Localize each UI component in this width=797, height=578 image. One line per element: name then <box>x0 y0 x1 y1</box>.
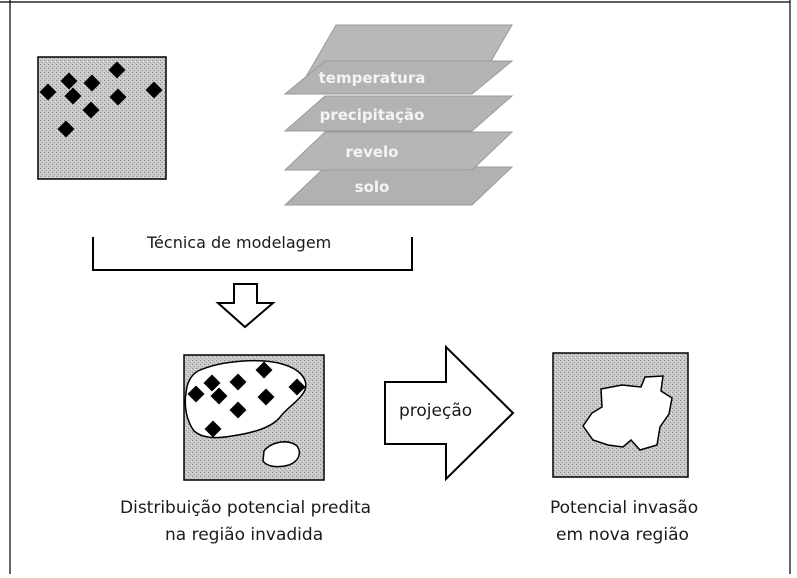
occurrence-map <box>37 56 167 180</box>
suitable-area-small <box>262 441 301 468</box>
layer-label-revelo: revelo <box>346 143 399 161</box>
occurrence-point <box>108 61 126 79</box>
occurrence-point <box>109 88 127 106</box>
environmental-layers-stack: solo revelo precipitação temperatura <box>283 24 514 206</box>
occurrence-point <box>60 72 78 90</box>
occurrence-point <box>64 87 82 105</box>
predicted-distribution-label-line1: Distribuição potencial predita <box>120 498 372 518</box>
layer-solo <box>283 166 514 206</box>
layer-revelo <box>283 131 514 171</box>
potential-invasion-area <box>582 375 673 451</box>
new-region-label-line1: Potencial invasão <box>550 498 699 518</box>
layer-label-temperatura: temperatura <box>319 69 426 87</box>
new-region-label-line2: em nova região <box>556 525 689 545</box>
layer-precipitacao <box>283 95 514 132</box>
new-region-map <box>552 352 689 478</box>
projection-label: projeção <box>399 401 473 421</box>
predicted-distribution-map <box>183 354 325 481</box>
occurrence-point <box>83 74 101 92</box>
technique-bracket <box>92 237 413 271</box>
occurrence-point <box>82 101 100 119</box>
down-arrow <box>215 283 276 329</box>
projection-arrow <box>384 344 515 482</box>
modeling-technique-label: Técnica de modelagem <box>147 233 332 252</box>
layer-label-solo: solo <box>355 178 390 196</box>
occurrence-point <box>39 83 57 101</box>
predicted-distribution-label-line2: na região invadida <box>165 525 324 545</box>
layer-label-precipitacao: precipitação <box>320 106 425 124</box>
